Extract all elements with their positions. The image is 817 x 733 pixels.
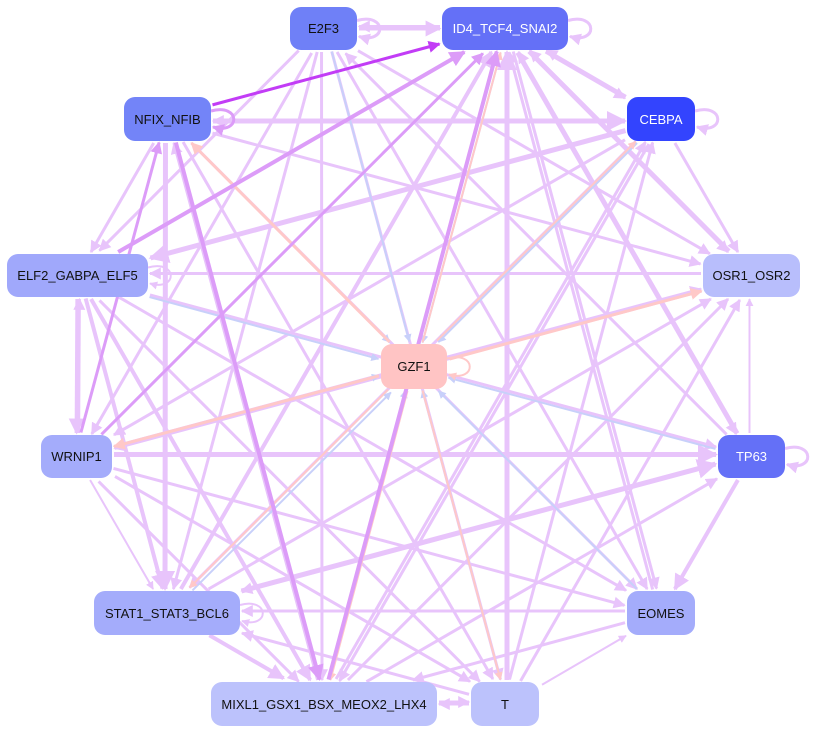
edge-id4-to-cebpa: [544, 50, 627, 100]
node-eomes[interactable]: EOMES: [627, 591, 695, 635]
edge-tp63-to-gzf1: [447, 375, 716, 450]
edge-cebpa-to-wrnip1: [112, 138, 626, 437]
node-cebpa[interactable]: CEBPA: [627, 97, 695, 141]
edge-gzf1-to-osr1: [449, 288, 703, 361]
edge-elf2-to-gzf1: [149, 296, 380, 361]
node-mixl1[interactable]: MIXL1_GSX1_BSX_MEOX2_LHX4: [211, 682, 437, 726]
edge-nfix-to-elf2: [89, 142, 155, 254]
edge-gzf1-to-t: [421, 390, 503, 681]
edge-mixl1-to-cebpa: [334, 140, 647, 680]
node-label: WRNIP1: [51, 449, 102, 464]
node-label: GZF1: [397, 359, 431, 374]
node-tp63[interactable]: TP63: [718, 435, 785, 478]
edge-elf2-to-eomes: [118, 295, 628, 592]
edge-gzf1-to-stat1: [188, 388, 389, 589]
node-e2f3[interactable]: E2F3: [290, 7, 357, 50]
node-label: EOMES: [637, 605, 685, 621]
edge-gzf1-to-nfix: [190, 141, 391, 344]
node-label: ID4_TCF4_SNAI2: [452, 21, 558, 36]
edge-mixl1-to-tp63: [365, 477, 719, 684]
edge-wrnip1-to-elf2: [73, 297, 86, 434]
edge-wrnip1-to-stat1: [89, 479, 154, 590]
edge-cebpa-to-id4: [545, 48, 627, 98]
edge-e2f3-to-osr1: [357, 49, 711, 256]
edge-cebpa-to-osr1: [673, 142, 740, 254]
self-loop-edge: [694, 108, 720, 136]
edge-id4-to-tp63: [515, 52, 738, 436]
node-id4[interactable]: ID4_TCF4_SNAI2: [442, 7, 568, 50]
node-label: NFIX_NFIB: [134, 111, 201, 127]
node-label: ELF2_GABPA_ELF5: [17, 268, 138, 283]
edge-gzf1-to-cebpa: [436, 140, 637, 342]
edge-elf2-to-id4: [117, 50, 466, 254]
edge-elf2-to-mixl1: [89, 298, 312, 682]
edge-tp63-to-stat1: [240, 462, 716, 594]
edge-e2f3-to-eomes: [335, 51, 649, 591]
node-t[interactable]: T: [471, 682, 539, 726]
edge-elf2-to-wrnip1: [68, 298, 85, 435]
node-label: OSR1_OSR2: [712, 268, 791, 283]
edge-wrnip1-to-id4: [100, 52, 484, 436]
edge-t-to-cebpa: [508, 141, 656, 680]
edge-e2f3-to-gzf1: [330, 51, 412, 343]
node-nfix[interactable]: NFIX_NFIB: [124, 97, 211, 141]
self-loop-edge: [567, 17, 593, 46]
node-label: MIXL1_GSX1_BSX_MEOX2_LHX4: [221, 696, 427, 712]
edge-id4-to-eomes: [511, 51, 660, 590]
self-loop-edge: [239, 602, 264, 627]
self-loop-edge: [784, 445, 810, 474]
node-label: CEBPA: [639, 111, 683, 127]
node-label: STAT1_STAT3_BCL6: [104, 605, 230, 621]
edge-eomes-to-gzf1: [437, 390, 638, 590]
node-stat1[interactable]: STAT1_STAT3_BCL6: [94, 591, 240, 635]
edge-stat1-to-osr1: [207, 297, 712, 591]
node-gzf1[interactable]: GZF1: [381, 344, 447, 389]
edge-stat1-to-id4: [179, 50, 494, 591]
self-loop-edge: [356, 17, 382, 46]
edge-elf2-to-t: [98, 299, 481, 683]
node-wrnip1[interactable]: WRNIP1: [41, 435, 112, 478]
edge-nfix-to-id4: [212, 40, 441, 107]
edge-t-to-eomes: [541, 634, 627, 686]
edge-eomes-to-mixl1: [411, 621, 626, 683]
edge-cebpa-to-elf2: [148, 128, 627, 263]
edge-wrnip1-to-mixl1: [97, 480, 300, 683]
edge-cebpa-to-gzf1: [437, 142, 638, 343]
edge-stat1-to-mixl1: [208, 633, 285, 681]
node-osr1[interactable]: OSR1_OSR2: [703, 254, 800, 297]
node-label: E2F3: [307, 21, 340, 36]
edge-stat1-to-gzf1: [191, 391, 392, 592]
edge-tp63-to-eomes: [673, 478, 740, 591]
edge-nfix-to-t: [181, 141, 495, 681]
node-label: T: [501, 696, 509, 712]
self-loop-edge: [147, 265, 172, 290]
node-elf2[interactable]: ELF2_GABPA_ELF5: [7, 254, 148, 297]
self-loop-edge: [210, 108, 236, 136]
edge-gzf1-to-id4: [421, 51, 503, 343]
edge-nfix-to-mixl1: [173, 141, 324, 682]
node-label: TP63: [735, 449, 768, 464]
